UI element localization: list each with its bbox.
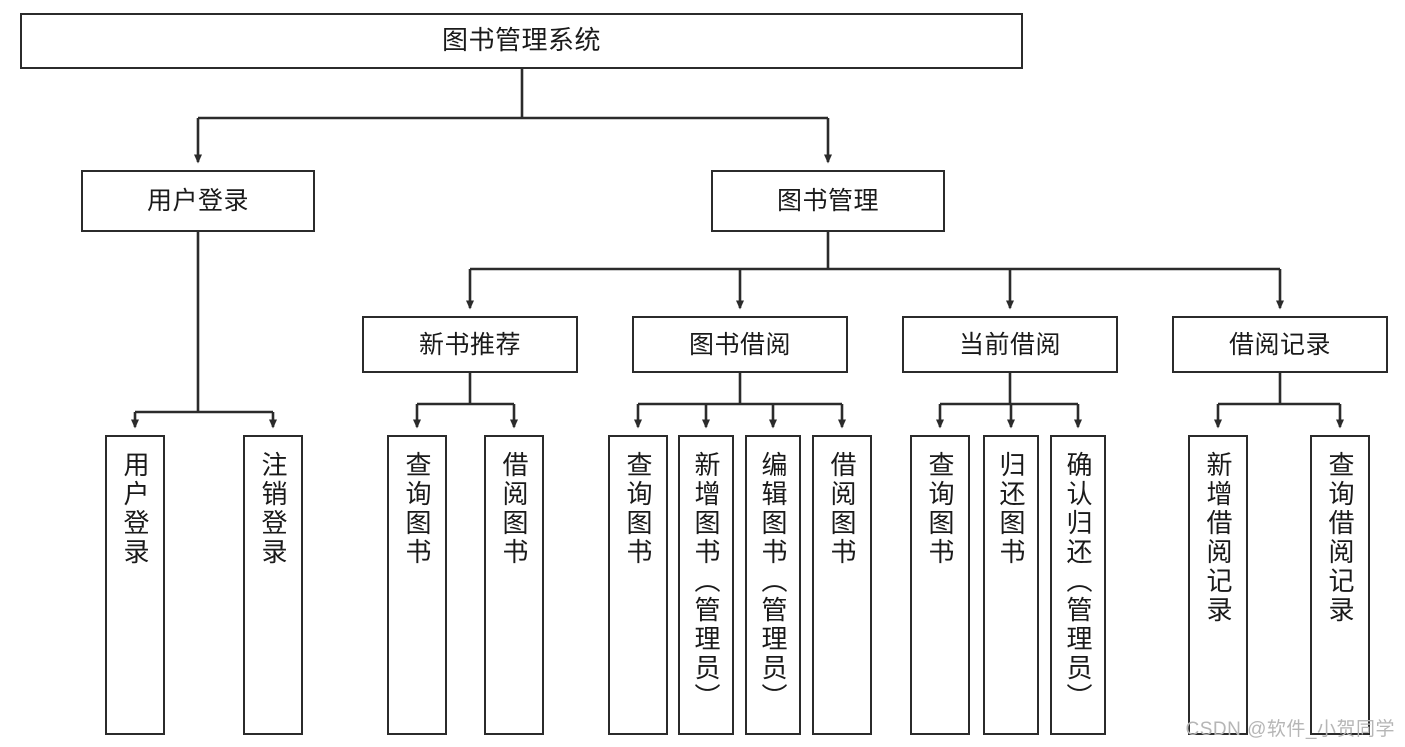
- node-label: 新书推荐: [418, 330, 521, 359]
- node-borrow-record[interactable]: 借阅记录: [1172, 316, 1388, 373]
- watermark: CSDN @软件_小贺同学: [1185, 719, 1395, 740]
- node-leaf-logout[interactable]: 注销登录: [243, 435, 303, 735]
- node-book-borrow[interactable]: 图书借阅: [632, 316, 848, 373]
- node-label: 查询图书: [623, 451, 653, 567]
- node-label: 图书借阅: [688, 330, 791, 359]
- node-label: 借阅记录: [1228, 330, 1331, 359]
- node-label: 新增图书（管理员）: [691, 451, 721, 712]
- node-leaf-add-book[interactable]: 新增图书（管理员）: [678, 435, 734, 735]
- node-label: 图书管理: [776, 187, 879, 215]
- node-label: 借阅图书: [827, 451, 857, 567]
- node-label: 用户登录: [146, 187, 249, 215]
- node-label: 查询借阅记录: [1325, 451, 1355, 625]
- node-leaf-edit-book[interactable]: 编辑图书（管理员）: [745, 435, 801, 735]
- node-leaf-borrow-book-2[interactable]: 借阅图书: [812, 435, 872, 735]
- node-leaf-query-record[interactable]: 查询借阅记录: [1310, 435, 1370, 735]
- node-label: 新增借阅记录: [1203, 451, 1233, 625]
- node-book-management[interactable]: 图书管理: [711, 170, 945, 232]
- node-label: 归还图书: [996, 451, 1026, 567]
- node-label: 当前借阅: [958, 330, 1061, 359]
- node-label: 编辑图书（管理员）: [758, 451, 788, 712]
- node-label: 用户登录: [120, 451, 150, 567]
- node-label: 确认归还（管理员）: [1063, 451, 1093, 712]
- node-root-system[interactable]: 图书管理系统: [20, 13, 1023, 69]
- node-label: 图书管理系统: [441, 25, 601, 56]
- node-new-book-recommend[interactable]: 新书推荐: [362, 316, 578, 373]
- node-leaf-query-book-1[interactable]: 查询图书: [387, 435, 447, 735]
- node-leaf-borrow-book-1[interactable]: 借阅图书: [484, 435, 544, 735]
- node-label: 借阅图书: [499, 451, 529, 567]
- node-leaf-query-book-2[interactable]: 查询图书: [608, 435, 668, 735]
- node-leaf-query-book-3[interactable]: 查询图书: [910, 435, 970, 735]
- node-leaf-add-record[interactable]: 新增借阅记录: [1188, 435, 1248, 735]
- node-leaf-return-book[interactable]: 归还图书: [983, 435, 1039, 735]
- node-label: 注销登录: [258, 451, 288, 567]
- node-current-borrow[interactable]: 当前借阅: [902, 316, 1118, 373]
- node-leaf-user-login[interactable]: 用户登录: [105, 435, 165, 735]
- node-label: 查询图书: [925, 451, 955, 567]
- node-user-login[interactable]: 用户登录: [81, 170, 315, 232]
- node-leaf-confirm-return[interactable]: 确认归还（管理员）: [1050, 435, 1106, 735]
- node-label: 查询图书: [402, 451, 432, 567]
